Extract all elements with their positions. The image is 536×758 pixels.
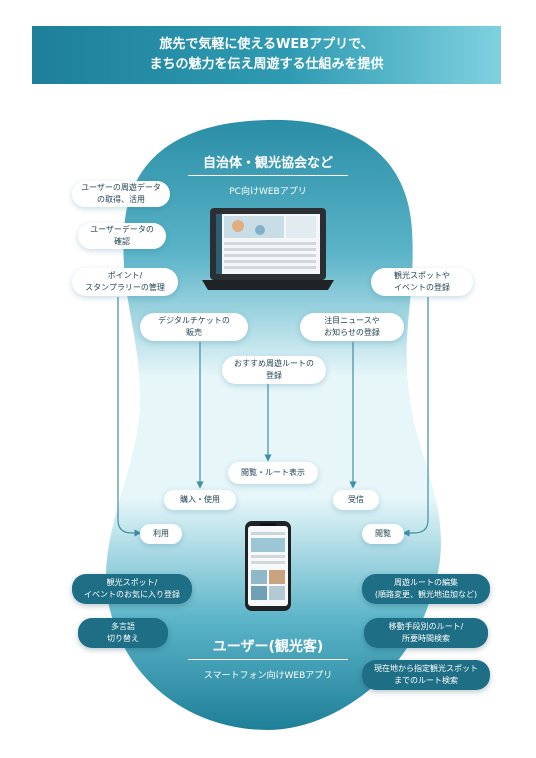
flow-browse: 閲覧	[362, 524, 404, 544]
feature-user-confirm: ユーザーデータの 確認	[78, 223, 166, 249]
smartphone-illustration	[245, 521, 291, 611]
feature-current-location: 現在地から指定観光スポット までのルート検索	[362, 660, 490, 690]
feature-digital-ticket: デジタルチケットの 販売	[140, 313, 248, 341]
feature-transport: 移動手段別のルート/ 所要時間検索	[364, 618, 488, 648]
top-group-title: 自治体・観光協会など	[202, 156, 333, 171]
bottom-group-title: ユーザー(観光客)	[212, 639, 324, 655]
feature-spots: 観光スポットや イベントの登録	[371, 268, 473, 296]
feature-news: 注目ニュースや お知らせの登録	[300, 313, 404, 341]
flow-view-route: 閲覧・ルート表示	[228, 462, 318, 484]
feature-points: ポイント/ スタンプラリーの管理	[72, 268, 178, 296]
bottom-group-divider	[188, 659, 348, 660]
feature-route: おすすめ周遊ルートの 登録	[222, 356, 326, 384]
banner-line-2: まちの魅力を伝え周遊する仕組みを提供	[149, 57, 384, 72]
feature-user-data: ユーザーの周遊データ の取得、活用	[72, 181, 170, 207]
feature-favorites: 観光スポット/ イベントのお気に入り登録	[72, 574, 192, 604]
top-group-subtitle: PC向けWEBアプリ	[229, 187, 307, 197]
bottom-group-subtitle: スマートフォン向けWEBアプリ	[203, 671, 333, 681]
flow-receive: 受信	[333, 490, 379, 510]
flow-use: 利用	[140, 524, 182, 544]
banner-line-1: 旅先で気軽に使えるWEBアプリで、	[159, 37, 374, 52]
feature-multilang: 多言語 切り替え	[78, 618, 168, 648]
header-banner: 旅先で気軽に使えるWEBアプリで、 まちの魅力を伝え周遊する仕組みを提供	[32, 26, 501, 84]
feature-edit-route: 周遊ルートの編集 (順路変更、観光地追加など)	[362, 574, 490, 604]
flow-purchase: 購入・使用	[164, 490, 236, 510]
laptop-illustration	[202, 208, 334, 290]
top-group-divider	[188, 175, 348, 176]
